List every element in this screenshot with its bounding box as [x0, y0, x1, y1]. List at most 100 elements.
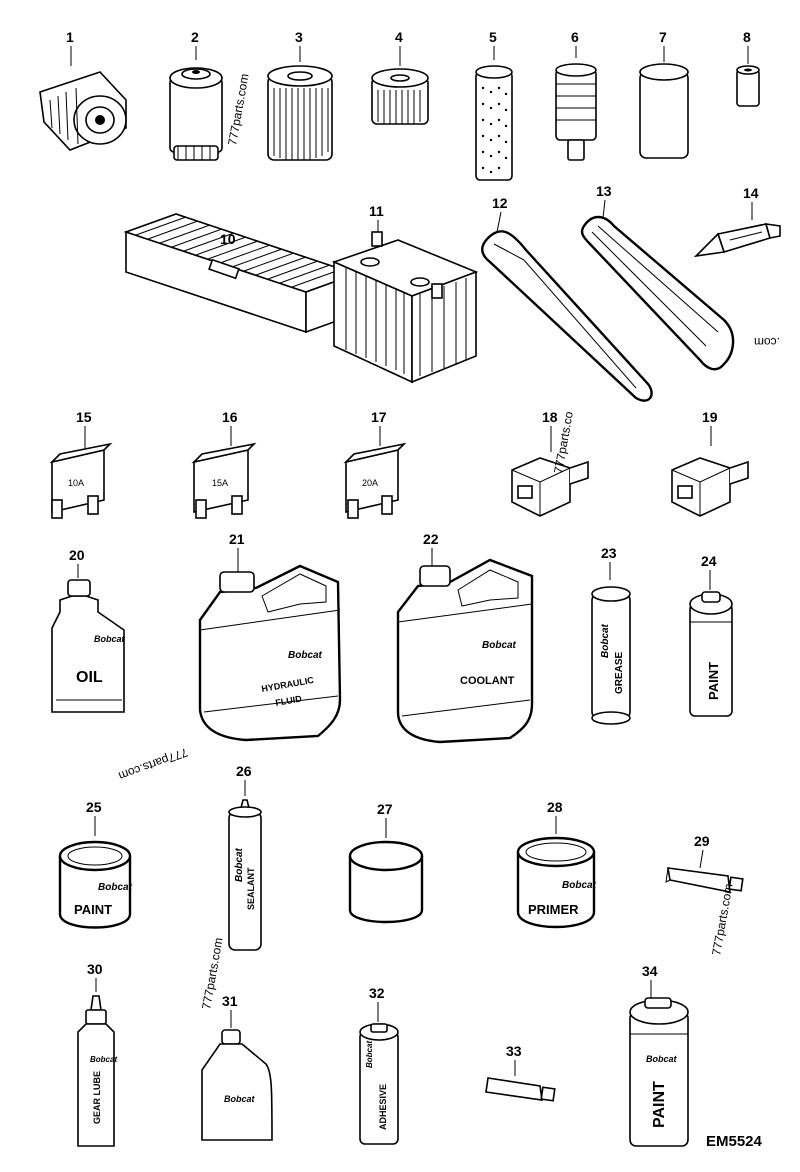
adhesive-can-32: Bobcat ADHESIVE: [359, 1023, 399, 1145]
callout-34: 34: [642, 963, 658, 979]
callout-numbers: 1 2 3 4 5 6 7 8 10 11 12 13 14 15 16 17 …: [66, 29, 759, 1059]
callout-17: 17: [371, 409, 387, 425]
connector-19: [671, 457, 749, 517]
fuel-filter-2: [169, 67, 223, 161]
fuse-16-rating: 15A: [212, 478, 228, 488]
callout-22: 22: [423, 531, 439, 547]
label-grease: GREASE: [614, 651, 625, 694]
callout-28: 28: [547, 799, 563, 815]
label-primer: PRIMER: [528, 902, 579, 917]
callout-6: 6: [571, 29, 579, 45]
callout-30: 30: [87, 961, 103, 977]
fuse-15: 10A: [49, 442, 113, 519]
brand-21: Bobcat: [288, 650, 323, 661]
label-oil: OIL: [76, 669, 103, 686]
bushing-8: [736, 65, 760, 107]
label-sealant: SEALANT: [246, 867, 256, 910]
callout-12: 12: [492, 195, 508, 211]
callout-19: 19: [702, 409, 718, 425]
leader-lines: [70, 46, 753, 1076]
coolant-jug-22: Bobcat COOLANT: [396, 558, 534, 744]
cab-air-filter-10: [123, 213, 359, 334]
callout-11: 11: [369, 203, 384, 219]
callout-32: 32: [369, 985, 385, 1001]
brand-23: Bobcat: [600, 623, 611, 658]
callout-15: 15: [76, 409, 92, 425]
callout-33: 33: [506, 1043, 522, 1059]
fuse-15-rating: 10A: [68, 478, 84, 488]
watermark-6: .com: [754, 335, 780, 349]
sealant-tube-26: Bobcat SEALANT: [228, 799, 262, 951]
brand-20: Bobcat: [94, 634, 126, 644]
callout-23: 23: [601, 545, 617, 561]
strainer-6: [555, 63, 597, 161]
callout-24: 24: [701, 553, 717, 569]
filter-element-3: [267, 65, 333, 161]
filter-canister-7: [639, 63, 689, 159]
brand-32: Bobcat: [365, 1041, 374, 1068]
brand-25: Bobcat: [98, 882, 133, 893]
callout-25: 25: [86, 799, 102, 815]
callout-3: 3: [295, 29, 303, 45]
callout-13: 13: [596, 183, 612, 199]
callout-18: 18: [542, 409, 558, 425]
label-hydraulic-2: FLUID: [275, 693, 303, 708]
watermark-4: 777parts.com: [709, 882, 735, 956]
callout-8: 8: [743, 29, 751, 45]
brand-28: Bobcat: [562, 880, 597, 891]
brand-34: Bobcat: [646, 1054, 678, 1064]
callout-14: 14: [743, 185, 759, 201]
belt-13: [580, 215, 735, 371]
label-paint-24: PAINT: [706, 662, 721, 700]
hydraulic-jug-21: Bobcat HYDRAULIC FLUID: [198, 564, 342, 742]
callout-29: 29: [694, 833, 710, 849]
fuse-17: 20A: [343, 442, 407, 519]
callout-20: 20: [69, 547, 85, 563]
primer-can-28: Bobcat PRIMER: [516, 836, 597, 929]
watermark-2: 777parts.com: [117, 745, 190, 783]
callout-27: 27: [377, 801, 393, 817]
bottle-31: Bobcat: [201, 1029, 273, 1141]
oil-bottle-20: Bobcat OIL: [51, 579, 126, 713]
watermark-1: 777parts.com: [225, 72, 251, 146]
diagram-code: EM5524: [706, 1133, 763, 1150]
battery-11: [331, 231, 479, 384]
can-27: [348, 840, 424, 924]
callout-16: 16: [222, 409, 238, 425]
small-tube-33: [485, 1077, 556, 1102]
gear-lube-30: Bobcat GEAR LUBE: [77, 995, 117, 1147]
brand-31: Bobcat: [224, 1094, 256, 1104]
callout-5: 5: [489, 29, 497, 45]
paint-can-25: Bobcat PAINT: [58, 840, 133, 929]
spray-can-24: PAINT: [689, 591, 733, 717]
callout-10: 10: [220, 231, 236, 247]
fuse-16: 15A: [191, 442, 257, 519]
fuse-17-rating: 20A: [362, 478, 378, 488]
label-gear-lube: GEAR LUBE: [92, 1071, 102, 1124]
callout-31: 31: [222, 993, 238, 1009]
filter-element-4: [371, 68, 429, 125]
brand-22: Bobcat: [482, 640, 517, 651]
oil-filter-1: [39, 71, 127, 151]
bulb-14: [693, 223, 781, 258]
callout-1: 1: [66, 29, 74, 45]
callout-2: 2: [191, 29, 199, 45]
callout-26: 26: [236, 763, 252, 779]
brand-30: Bobcat: [90, 1055, 117, 1064]
small-tube-29: [665, 867, 744, 894]
label-paint-25: PAINT: [74, 902, 112, 917]
grease-tube-23: Bobcat GREASE: [591, 586, 631, 725]
paint-can-34: Bobcat PAINT: [629, 997, 689, 1147]
label-coolant: COOLANT: [460, 675, 515, 687]
filter-element-5: [475, 65, 513, 181]
brand-26: Bobcat: [234, 847, 245, 882]
label-adhesive: ADHESIVE: [378, 1084, 388, 1130]
callout-21: 21: [229, 531, 245, 547]
label-paint-34: PAINT: [651, 1081, 668, 1128]
callout-7: 7: [659, 29, 667, 45]
connector-18: [511, 457, 589, 517]
belt-12: [481, 230, 653, 402]
callout-4: 4: [395, 29, 403, 45]
